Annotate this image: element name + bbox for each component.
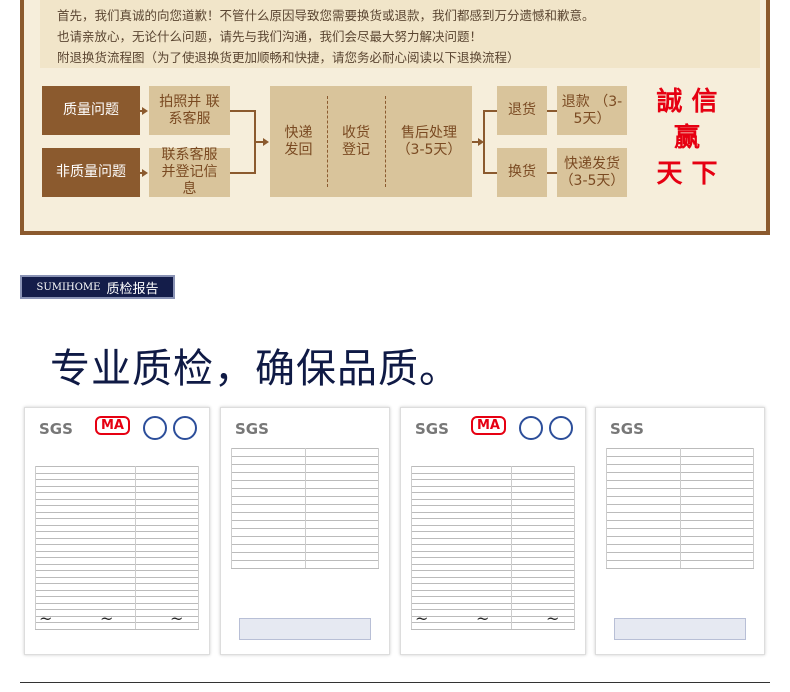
sgs-logo: SGS [610, 420, 644, 438]
sgs-logo: SGS [235, 420, 269, 438]
notice-line: 也请亲放心，无论什么问题，请先与我们沟通，我们会尽最大努力解决问题！ [57, 29, 483, 44]
ship-back-step: 快递 发回 [284, 124, 313, 158]
seal-icon [143, 416, 167, 440]
slogan-line: 赢 [673, 123, 700, 153]
slogan-line: 誠 信 [656, 87, 718, 117]
ma-logo: MA [95, 416, 130, 435]
process-box: 快递 发回 收货 登记 售后处理 （3-5天） [270, 86, 472, 197]
headline: 专业质检，确保品质。 [50, 346, 460, 392]
after-sale-step: 售后处理 （3-5天） [396, 124, 462, 158]
photo-contact-box: 拍照并 联系客服 [149, 86, 230, 135]
section-title: 质检报告 [106, 281, 159, 297]
quality-report-image[interactable]: SGS [595, 407, 765, 655]
notice: 首先，我们真诚的向您道歉！不管什么原因导致您需要换货或退款，我们都感到万分遗憾和… [40, 0, 760, 68]
non-quality-issue-box: 非质量问题 [42, 148, 140, 197]
return-box: 退货 [497, 86, 547, 135]
contact-register-box: 联系客服 并登记信息 [149, 147, 230, 197]
seal-icon [173, 416, 197, 440]
sgs-logo: SGS [39, 420, 73, 438]
notice-line: 首先，我们真诚的向您道歉！不管什么原因导致您需要换货或退款，我们都感到万分遗憾和… [57, 8, 595, 23]
section-tag: SUMIHOME 质检报告 [20, 275, 175, 299]
certificate-stamp [614, 618, 746, 640]
seal-icon [519, 416, 543, 440]
divider [20, 682, 770, 683]
quality-report-image[interactable]: SGS [220, 407, 390, 655]
receive-step: 收货 登记 [342, 124, 370, 158]
slogan: 誠 信 赢 天 下 [642, 84, 732, 192]
notice-line: 附退换货流程图（为了使退换货更加顺畅和快捷，请您务必耐心阅读以下退换流程） [57, 50, 520, 65]
sgs-logo: SGS [415, 420, 449, 438]
refund-box: 退款 （3-5天） [557, 86, 627, 135]
ship-out-box: 快递发货 （3-5天） [557, 148, 627, 197]
quality-issue-box: 质量问题 [42, 86, 140, 135]
certificate-stamp [239, 618, 371, 640]
seal-icon [549, 416, 573, 440]
ma-logo: MA [471, 416, 506, 435]
exchange-box: 换货 [497, 148, 547, 197]
slogan-line: 天 下 [656, 159, 718, 189]
brand-name: SUMIHOME [36, 281, 101, 293]
